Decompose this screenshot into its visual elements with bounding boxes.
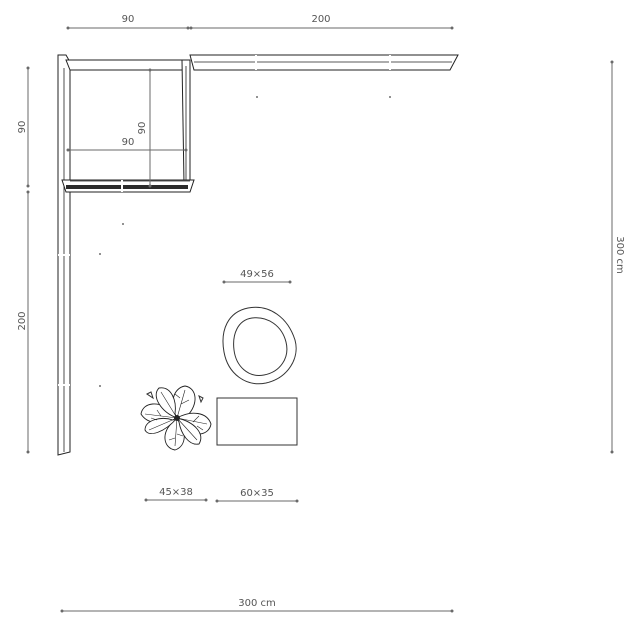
- dimension-top-left: 90: [66, 14, 190, 30]
- dimension-left-upper: 90: [17, 66, 30, 188]
- dimension-label: 90: [17, 121, 28, 134]
- dimension-label: 200: [17, 311, 28, 330]
- dimension-label: 200: [311, 14, 330, 25]
- armchair: [222, 306, 297, 385]
- plant-icon: [140, 385, 212, 451]
- dimension-right-total: 300 cm: [610, 60, 628, 454]
- dimension-plant: 45×38: [144, 487, 208, 502]
- dimension-top-right: 200: [189, 14, 454, 30]
- coffee-table: [216, 397, 298, 446]
- dimension-label: 45×38: [159, 487, 193, 498]
- dimension-table: 60×35: [215, 488, 299, 503]
- dimension-label: 90: [137, 122, 148, 135]
- dimension-bottom-total: 300 cm: [60, 595, 454, 613]
- wall-shelves: [57, 54, 459, 456]
- mount-points: [99, 96, 391, 387]
- dimension-label: 90: [122, 14, 135, 25]
- dimension-inner-horizontal: 90: [66, 137, 188, 152]
- top-right-shelf: [189, 54, 459, 71]
- upper-cabinet-top: [65, 59, 189, 71]
- dimension-inner-vertical: 90: [137, 68, 152, 188]
- dimension-label: 49×56: [240, 269, 274, 280]
- dimension-label: 300 cm: [614, 236, 625, 274]
- dimension-label: 90: [122, 137, 135, 148]
- dimension-armchair: 49×56: [222, 269, 292, 284]
- dimension-label: 60×35: [240, 488, 274, 499]
- dimension-label: 300 cm: [238, 598, 276, 609]
- dimension-left-lower: 200: [17, 190, 30, 454]
